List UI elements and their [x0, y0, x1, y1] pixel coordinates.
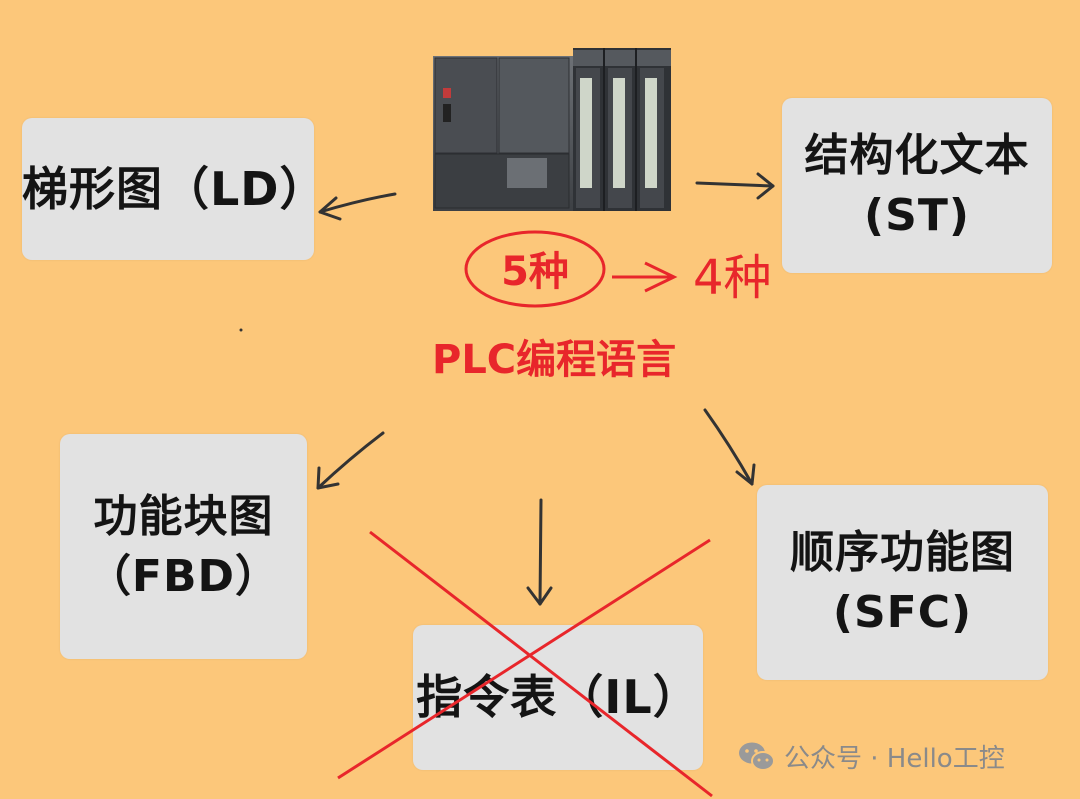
stray-dot [239, 328, 243, 332]
cross-line-2 [337, 538, 711, 780]
watermark: 公众号 · Hello工控 [738, 738, 1005, 775]
arrow-to-st [695, 181, 775, 188]
arrow-to-sfc [703, 408, 754, 486]
count-original: 5种 [501, 249, 569, 295]
node-sequential-function-chart: 顺序功能图 (SFC) [757, 485, 1048, 680]
plc-hardware-image [433, 48, 671, 211]
arrow-to-sfc-head [735, 463, 756, 486]
arrow-to-il [538, 498, 543, 606]
arrow-to-st-head [756, 172, 775, 200]
node-structured-text: 结构化文本 (ST) [782, 98, 1052, 273]
arrow-to-il-head [526, 586, 553, 606]
red-arrow-head [644, 261, 678, 293]
node-sfc-name: 顺序功能图 [790, 527, 1015, 579]
highlight-ellipse [464, 230, 606, 308]
count-new: 4种 [693, 250, 772, 306]
node-st-abbr: (ST) [864, 189, 970, 241]
arrow-to-ld [318, 192, 397, 214]
center-title: PLC编程语言 [432, 337, 677, 383]
node-sfc-abbr: (SFC) [832, 586, 973, 638]
node-fbd-name: 功能块图 [93, 491, 274, 543]
node-function-block-diagram: 功能块图 （FBD） [60, 434, 307, 659]
watermark-text: 公众号 · Hello工控 [784, 744, 1005, 774]
node-st-name: 结构化文本 [804, 130, 1030, 182]
wechat-icon [739, 742, 775, 771]
cross-line-1 [369, 530, 713, 798]
arrow-to-fbd [316, 431, 385, 490]
arrow-to-fbd-head [316, 466, 340, 490]
node-ld-name: 梯形图（LD） [22, 161, 327, 216]
node-ladder-diagram: 梯形图（LD） [22, 118, 327, 260]
arrow-to-ld-head [318, 196, 342, 221]
node-fbd-abbr: （FBD） [86, 550, 281, 602]
